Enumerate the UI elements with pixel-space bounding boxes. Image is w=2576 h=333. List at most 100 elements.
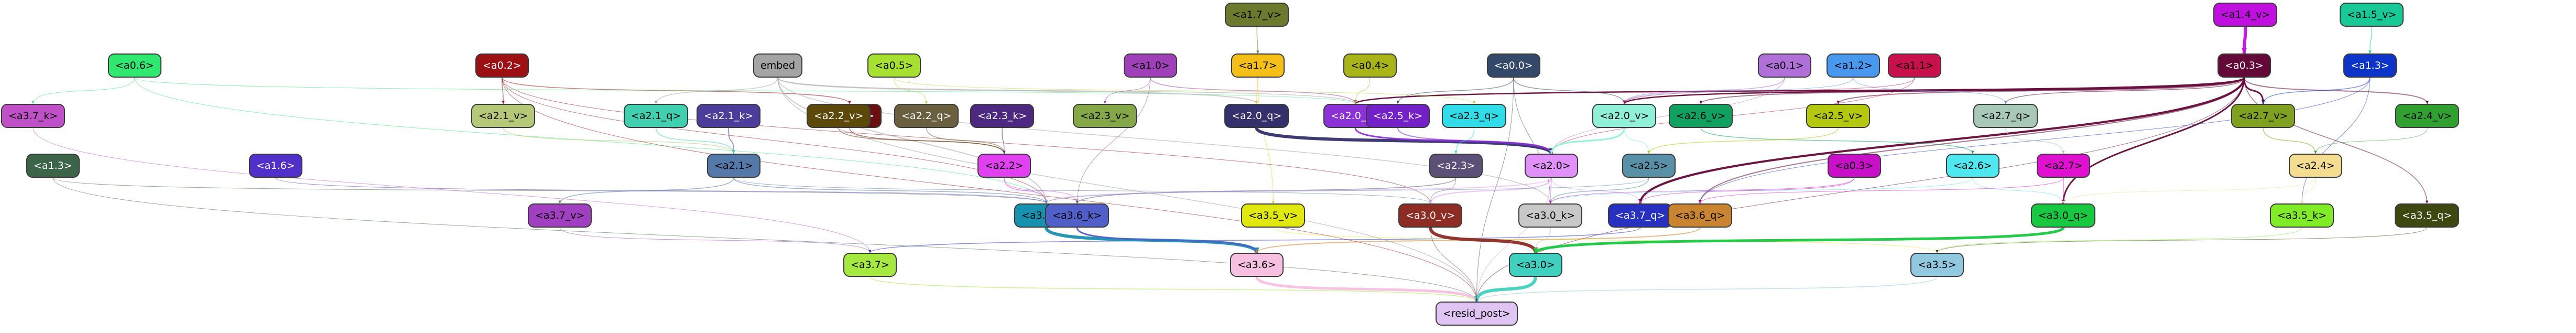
- graph-edge-a3-7-q-to-a3-7: [869, 227, 1641, 253]
- graph-node-a2-1-k[interactable]: <a2.1_k>: [697, 104, 761, 128]
- graph-node-a0-5[interactable]: <a0.5>: [867, 53, 921, 78]
- graph-node-label: <a2.0_v>: [1600, 110, 1649, 122]
- graph-node-a3-7-v[interactable]: <a3.7_v>: [528, 203, 592, 228]
- graph-node-a2-1-q[interactable]: <a2.1_q>: [624, 104, 689, 128]
- graph-node-a3-7-q[interactable]: <a3.7_q>: [1608, 203, 1673, 228]
- graph-node-a0-2[interactable]: <a0.2>: [475, 53, 529, 78]
- graph-node-a3-5[interactable]: <a3.5>: [1910, 253, 1964, 277]
- graph-edge-a3-0-v-to-a3-0: [1429, 227, 1537, 253]
- graph-node-a3-0[interactable]: <a3.0>: [1509, 253, 1562, 277]
- graph-node-a3-6-k[interactable]: <a3.6_k>: [1045, 203, 1110, 228]
- graph-node-a3-7-k[interactable]: <a3.7_k>: [1, 104, 66, 128]
- graph-node-a2-0-v[interactable]: <a2.0_v>: [1592, 104, 1657, 128]
- graph-node-a3-0-q[interactable]: <a3.0_q>: [2031, 203, 2096, 228]
- graph-node-a1-7[interactable]: <a1.7>: [1231, 53, 1285, 78]
- graph-node-a2-5-v[interactable]: <a2.5_v>: [1806, 104, 1871, 128]
- graph-edge-a1-2-to-a2-7-q: [1853, 77, 2006, 104]
- graph-node-a2-2-q[interactable]: <a2.2_q>: [894, 104, 959, 128]
- graph-node-a2-0-q[interactable]: <a2.0_q>: [1224, 104, 1289, 128]
- graph-node-a0-6[interactable]: <a0.6>: [108, 53, 161, 78]
- graph-edge-a1-3b-to-a3-6-v: [52, 177, 1047, 204]
- graph-node-a0-3b[interactable]: <a0.3>: [1828, 154, 1881, 178]
- graph-node-a3-5-v[interactable]: <a3.5_v>: [1241, 203, 1306, 228]
- graph-edge-arrowhead: [2241, 48, 2247, 53]
- graph-node-a3-7[interactable]: <a3.7>: [843, 253, 897, 277]
- graph-node-label: <a1.1>: [1895, 59, 1934, 71]
- graph-node-a2-3-q[interactable]: <a2.3_q>: [1442, 104, 1507, 128]
- graph-node-a2-3-k[interactable]: <a2.3_k>: [970, 104, 1035, 128]
- graph-edge-a0-3-to-a3-6-q: [1699, 77, 2245, 204]
- graph-edge-arrowhead: [1271, 201, 1275, 203]
- graph-edge-a2-6-to-a3-0-k: [1550, 177, 1973, 204]
- graph-node-a2-2[interactable]: <a2.2>: [977, 154, 1031, 178]
- graph-node-a1-3b[interactable]: <a1.3>: [26, 154, 80, 178]
- graph-edge-a0-3b-to-a3-0-k: [1550, 177, 1855, 204]
- graph-node-label: <a3.6>: [1237, 259, 1276, 271]
- graph-edge-arrowhead: [2314, 151, 2317, 154]
- graph-edge-a2-6-to-a3-0-q: [1972, 177, 2064, 204]
- graph-node-label: <a3.5>: [1918, 259, 1957, 271]
- graph-node-a2-7-v[interactable]: <a2.7_v>: [2231, 104, 2296, 128]
- graph-node-a3-5-k[interactable]: <a3.5_k>: [2270, 203, 2334, 228]
- graph-edge-arrowhead: [1639, 201, 1642, 203]
- graph-edge-a0-3-to-a3-0-q: [2062, 77, 2245, 204]
- graph-node-a2-1[interactable]: <a2.1>: [707, 154, 760, 178]
- graph-edge-a0-6-to-a3-6-v: [134, 77, 1047, 204]
- graph-node-a3-6-q[interactable]: <a3.6_q>: [1668, 203, 1733, 228]
- graph-edge-arrowhead: [925, 101, 928, 104]
- graph-node-resid-post[interactable]: <resid_post>: [1436, 302, 1518, 326]
- graph-node-label: <a2.1>: [714, 159, 753, 171]
- graph-node-a1-6[interactable]: <a1.6>: [249, 154, 302, 178]
- graph-edge-a3-0-k-to-a3-0: [1535, 227, 1551, 253]
- graph-node-a2-2-v[interactable]: <a2.2_v>: [807, 104, 871, 128]
- graph-node-embed[interactable]: embed: [753, 53, 803, 78]
- graph-node-label: <a2.0_q>: [1232, 110, 1282, 122]
- graph-node-a0-1[interactable]: <a0.1>: [1758, 53, 1811, 78]
- graph-node-a1-5-v[interactable]: <a1.5_v>: [2340, 3, 2404, 27]
- graph-edge-arrowhead: [502, 101, 505, 104]
- graph-node-a1-1[interactable]: <a1.1>: [1888, 53, 1941, 78]
- graph-node-a1-7-v[interactable]: <a1.7_v>: [1225, 3, 1289, 27]
- graph-node-a2-7-q[interactable]: <a2.7_q>: [1973, 104, 2038, 128]
- graph-node-a2-0[interactable]: <a2.0>: [1525, 154, 1578, 178]
- graph-node-a3-0-k[interactable]: <a3.0_k>: [1518, 203, 1583, 228]
- graph-node-a1-0[interactable]: <a1.0>: [1124, 53, 1177, 78]
- graph-node-a2-6[interactable]: <a2.6>: [1946, 154, 1999, 178]
- graph-node-a2-4[interactable]: <a2.4>: [2289, 154, 2342, 178]
- graph-node-a0-3[interactable]: <a0.3>: [2218, 53, 2271, 78]
- graph-node-a2-1-v[interactable]: <a2.1_v>: [471, 104, 536, 128]
- graph-node-a0-0[interactable]: <a0.0>: [1487, 53, 1540, 78]
- graph-node-a3-5-q[interactable]: <a3.5_q>: [2395, 203, 2460, 228]
- graph-edge-a2-3-k-to-a2-2: [1002, 127, 1005, 154]
- graph-node-label: <a2.2>: [985, 159, 1024, 171]
- graph-node-label: <a3.6_k>: [1052, 209, 1102, 221]
- graph-edge-a2-0-k-to-a2-0: [1354, 127, 1552, 154]
- graph-node-a2-3[interactable]: <a2.3>: [1429, 154, 1483, 178]
- graph-edge-arrowhead: [2426, 101, 2429, 104]
- graph-node-label: embed: [760, 59, 796, 71]
- graph-node-a2-3-v[interactable]: <a2.3_v>: [1073, 104, 1137, 128]
- graph-node-a3-0-v[interactable]: <a3.0_v>: [1398, 203, 1463, 228]
- graph-edge-a1-3b-to-resid-post: [52, 177, 1477, 302]
- graph-node-a1-2[interactable]: <a1.2>: [1827, 53, 1880, 78]
- graph-edge-a3-0-to-resid-post: [1475, 276, 1537, 302]
- graph-edge-a1-7-to-a3-5-v: [1257, 77, 1274, 204]
- graph-node-a2-6-v[interactable]: <a2.6_v>: [1669, 104, 1733, 128]
- graph-node-a0-4[interactable]: <a0.4>: [1343, 53, 1397, 78]
- graph-edge-a1-0-to-a2-3-v: [1104, 77, 1151, 104]
- graph-edge-a1-7-v-to-a1-7: [1256, 26, 1258, 54]
- graph-node-label: <a0.3>: [2225, 59, 2264, 71]
- graph-edge-arrowhead: [1354, 101, 1357, 104]
- graph-node-a2-7[interactable]: <a2.7>: [2037, 154, 2090, 178]
- graph-node-a2-4-v[interactable]: <a2.4_v>: [2395, 104, 2460, 128]
- graph-node-a2-5-k[interactable]: <a2.5_k>: [1366, 104, 1430, 128]
- graph-node-a3-6[interactable]: <a3.6>: [1230, 253, 1284, 277]
- graph-node-a1-3[interactable]: <a1.3>: [2343, 53, 2397, 78]
- graph-edge-arrowhead: [1429, 200, 1432, 203]
- graph-node-a1-4-v[interactable]: <a1.4_v>: [2213, 3, 2278, 27]
- graph-node-a2-5[interactable]: <a2.5>: [1622, 154, 1676, 178]
- graph-node-label: <a2.3_v>: [1080, 110, 1130, 122]
- graph-edge-arrowhead: [1475, 299, 1478, 302]
- graph-node-label: <a2.4>: [2296, 159, 2335, 171]
